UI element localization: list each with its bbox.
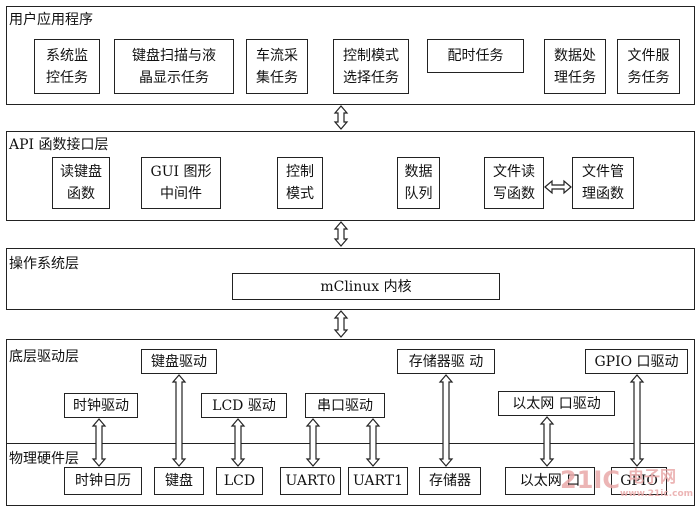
box-keyboard-lcd-task: 键盘扫描与液 晶显示任务 <box>114 39 234 94</box>
box-clock-calendar: 时钟日历 <box>64 467 142 495</box>
box-uart0: UART0 <box>280 467 341 495</box>
layer-title-api: API 函数接口层 <box>9 137 109 153</box>
box-keyboard-driver: 键盘驱动 <box>141 349 217 374</box>
box-lcd: LCD <box>216 467 263 495</box>
box-ethernet-driver: 以太网 口驱动 <box>498 391 615 416</box>
box-ethernet: 以太网 口 <box>505 467 595 495</box>
box-timing-task: 配时任务 <box>427 39 524 73</box>
box-storage-driver: 存储器驱 动 <box>397 349 495 374</box>
box-kernel: mClinux 内核 <box>232 273 500 300</box>
layer-title-drivers: 底层驱动层 <box>9 349 79 365</box>
watermark-url: www.21ic.com <box>620 489 694 499</box>
box-read-keyboard-func: 读键盘 函数 <box>52 157 110 209</box>
box-serial-driver: 串口驱动 <box>305 393 385 418</box>
box-control-mode-task: 控制模式 选择任务 <box>333 39 409 94</box>
box-keyboard: 键盘 <box>154 467 204 495</box>
box-uart1: UART1 <box>348 467 408 495</box>
box-control-mode-api: 控制 模式 <box>277 157 323 209</box>
box-file-rw-func: 文件读 写函数 <box>484 157 544 209</box>
layer-title-hardware: 物理硬件层 <box>9 451 79 467</box>
layer-title-os: 操作系统层 <box>9 256 79 272</box>
arrow-app-api <box>333 105 349 130</box>
layer-title-user-applications: 用户应用程序 <box>9 12 93 28</box>
box-system-monitor-task: 系统监 控任务 <box>34 39 100 94</box>
box-lcd-driver: LCD 驱动 <box>201 393 287 418</box>
box-file-manage-func: 文件管 理函数 <box>572 157 634 209</box>
box-traffic-collect-task: 车流采 集任务 <box>246 39 308 94</box>
box-gpio: GPIO <box>611 467 667 495</box>
box-file-service-task: 文件服 务任务 <box>617 39 680 94</box>
watermark-logo: 21IC <box>560 466 620 494</box>
arrow-os-driver <box>333 310 349 338</box>
box-gpio-driver: GPIO 口驱动 <box>585 349 688 374</box>
box-clock-driver: 时钟驱动 <box>64 393 138 418</box>
box-data-process-task: 数据处 理任务 <box>544 39 606 94</box>
watermark-cn: 电子网 <box>628 467 677 486</box>
box-gui-middleware: GUI 图形 中间件 <box>141 157 221 209</box>
box-data-queue: 数据 队列 <box>397 157 440 209</box>
arrow-api-os <box>333 221 349 247</box>
box-storage: 存储器 <box>419 467 481 495</box>
